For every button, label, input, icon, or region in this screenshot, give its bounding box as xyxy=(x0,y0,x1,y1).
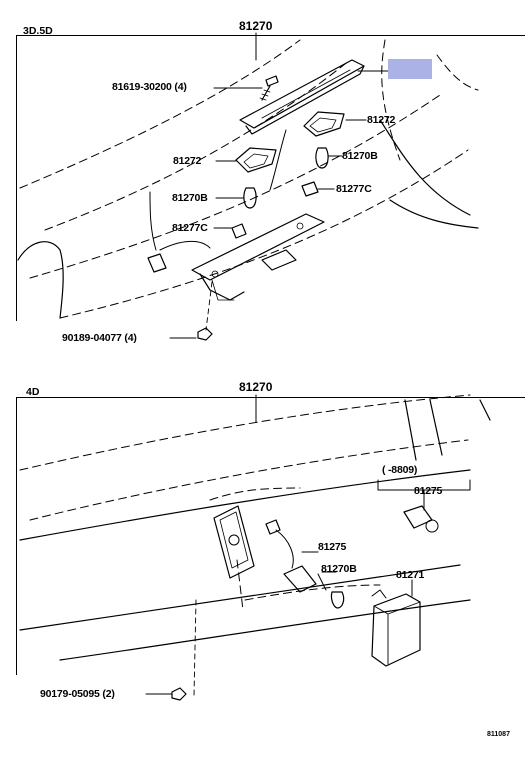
top-body-line-a xyxy=(379,119,471,216)
part-nut-top-label[interactable]: 90189-04077 (4) xyxy=(62,332,137,344)
leader-bottom-nut-dash xyxy=(193,599,197,697)
range-label: ( -8809) xyxy=(382,464,418,476)
part-bulb-bottom-label[interactable]: 81270B xyxy=(321,563,357,575)
part-lens-label[interactable]: 81271 xyxy=(396,569,425,581)
bracket-lower-a xyxy=(199,273,245,301)
top-assembly-label[interactable]: 81270 xyxy=(239,19,273,33)
bottom-assembly-label[interactable]: 81270 xyxy=(239,380,273,394)
highlight-marker xyxy=(388,59,432,79)
socket-center-body xyxy=(283,565,317,593)
connector-bottom xyxy=(265,519,281,535)
top-dash-3 xyxy=(29,94,441,279)
bottom-body-line-4 xyxy=(404,399,417,461)
top-variant-label: 3D.5D xyxy=(23,25,53,37)
top-dash-4 xyxy=(59,149,469,319)
bottom-dash-3 xyxy=(209,487,301,501)
bottom-dash-5 xyxy=(236,559,244,611)
part-bulb-b-label[interactable]: 81270B xyxy=(172,192,208,204)
bulb-a-glass xyxy=(315,147,329,169)
part-socket-lower-label[interactable]: 81275 xyxy=(318,541,347,553)
part-socket-a-label[interactable]: 81277C xyxy=(336,183,372,195)
harness-wire-2 xyxy=(159,241,211,251)
lamp-bar-edge xyxy=(245,65,365,135)
harness-wire-3 xyxy=(269,129,287,191)
connector-outline xyxy=(147,253,167,273)
part-nut-bottom-label[interactable]: 90179-05095 (2) xyxy=(40,688,115,700)
part-cover-a-label[interactable]: 81272 xyxy=(367,114,396,126)
top-dash-6 xyxy=(436,54,479,91)
bottom-body-line-3 xyxy=(59,599,471,661)
bulb-bottom-glass xyxy=(330,591,345,609)
part-bulb-a-label[interactable]: 81270B xyxy=(342,150,378,162)
top-dash-1 xyxy=(19,39,301,189)
bulb-b-glass xyxy=(243,187,257,209)
top-dash-5 xyxy=(381,39,401,161)
top-diagram-frame xyxy=(16,35,525,321)
part-screw-label[interactable]: 81619-30200 (4) xyxy=(112,81,187,93)
cover-a-outline xyxy=(303,111,345,137)
lamp-bar-outline xyxy=(239,59,365,129)
bottom-variant-label: 4D xyxy=(26,386,40,398)
socket-a-body xyxy=(301,181,319,197)
leader-top-nut-dash xyxy=(205,281,213,331)
bottom-body-line-1 xyxy=(19,469,471,541)
lens-outline xyxy=(371,593,421,667)
screw-head-outline xyxy=(265,75,279,87)
figure-code: 811087 xyxy=(487,731,510,738)
cover-b-outline xyxy=(235,147,277,173)
bracket-slot xyxy=(261,249,297,271)
bottom-dash-4 xyxy=(244,584,381,601)
bottom-dash-2 xyxy=(29,439,469,521)
bottom-body-line-6 xyxy=(479,399,491,421)
socket-b-body xyxy=(231,223,247,239)
part-socket-b-label[interactable]: 81277C xyxy=(172,222,208,234)
harness-bottom xyxy=(275,529,294,569)
part-socket-upper-label[interactable]: 81275 xyxy=(414,485,443,497)
part-cover-b-label[interactable]: 81272 xyxy=(173,155,202,167)
bottom-body-line-5 xyxy=(429,399,443,456)
bottom-dash-1 xyxy=(19,394,471,471)
bracket-outline xyxy=(191,213,325,281)
nut-bottom-outline xyxy=(171,687,187,701)
socket-right-body xyxy=(403,505,433,529)
harness-wire-1 xyxy=(149,191,157,251)
top-body-line-b xyxy=(389,199,479,229)
top-body-curve xyxy=(17,241,64,319)
screw-shank xyxy=(261,85,271,101)
top-dash-2 xyxy=(44,59,351,231)
mount-plate-outline xyxy=(213,505,255,579)
nut-top-outline xyxy=(197,327,213,341)
bottom-diagram-frame xyxy=(16,397,525,675)
bottom-body-line-2 xyxy=(19,564,461,631)
